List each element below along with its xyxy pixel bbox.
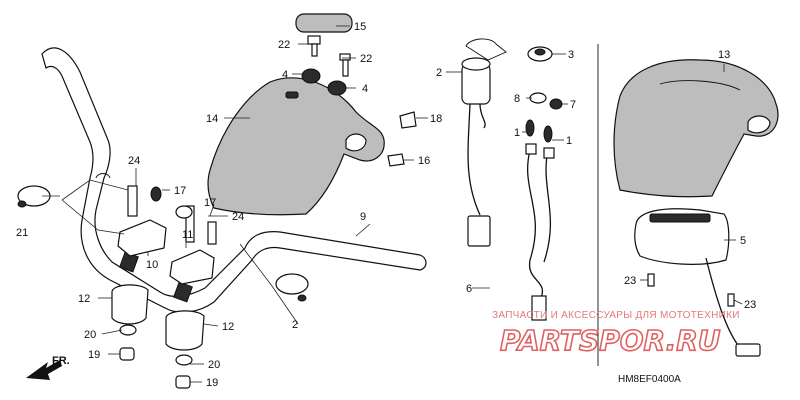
watermark-logo: PARTSPOR.RU xyxy=(500,324,721,357)
callout-7: 7 xyxy=(570,99,576,111)
lower-holder-part-12b xyxy=(165,310,205,389)
callout-13: 13 xyxy=(718,49,730,61)
callout-3: 3 xyxy=(568,49,574,61)
callout-1: 1 xyxy=(514,127,520,139)
callout-16: 16 xyxy=(418,155,430,167)
lower-holder-part-12a xyxy=(111,284,149,361)
pad-part-15 xyxy=(295,13,353,33)
callout-18: 18 xyxy=(430,113,442,125)
callout-4: 4 xyxy=(282,69,288,81)
leader-lines xyxy=(42,25,743,383)
bolt-grommet-group-top xyxy=(301,35,351,96)
callout-19: 19 xyxy=(88,349,100,361)
callout-4b: 4 xyxy=(362,83,368,95)
callout-2: 2 xyxy=(436,67,442,79)
front-direction-arrow xyxy=(26,360,62,380)
callout-24b: 24 xyxy=(232,211,244,223)
grommet-part-8 xyxy=(529,92,547,104)
callout-8: 8 xyxy=(514,93,520,105)
switch-harness-part-2 xyxy=(461,38,507,247)
callout-labels: 15 22 22 4 4 14 18 16 9 2 3 8 7 1 1 6 13… xyxy=(16,21,756,389)
drawing-code: HM8EF0400A xyxy=(618,374,681,385)
handlebar-part-9 xyxy=(41,47,427,313)
cap-part-3 xyxy=(527,46,553,62)
indicator-harness-part-6 xyxy=(525,119,555,321)
upper-holder-part-11 xyxy=(169,205,217,285)
cap-part-7 xyxy=(549,98,563,110)
callout-6: 6 xyxy=(466,283,472,295)
callout-2b: 2 xyxy=(292,319,298,331)
callout-24: 24 xyxy=(128,155,140,167)
callout-12b: 12 xyxy=(222,321,234,333)
callout-17b: 17 xyxy=(204,197,216,209)
callout-23b: 23 xyxy=(744,299,756,311)
callout-19b: 19 xyxy=(206,377,218,389)
callout-14: 14 xyxy=(206,113,218,125)
callout-20: 20 xyxy=(84,329,96,341)
band-part-2-lower xyxy=(275,273,309,302)
callout-15: 15 xyxy=(354,21,366,33)
meter-part-5 xyxy=(634,208,761,357)
band-part-21 xyxy=(17,185,51,208)
handlebar-cover-part-14 xyxy=(207,77,385,216)
callout-20b: 20 xyxy=(208,359,220,371)
callout-10: 10 xyxy=(146,259,158,271)
plate-part-18 xyxy=(399,111,417,129)
callout-11: 11 xyxy=(182,229,193,241)
callout-23: 23 xyxy=(624,275,636,287)
callout-9: 9 xyxy=(360,211,366,223)
callout-22: 22 xyxy=(278,39,290,51)
callout-17: 17 xyxy=(174,185,186,197)
callout-21: 21 xyxy=(16,227,28,239)
watermark-caption: ЗАПЧАСТИ И АКСЕССУАРЫ ДЛЯ МОТОТЕХНИКИ xyxy=(492,310,740,321)
callout-12: 12 xyxy=(78,293,90,305)
clip-part-16 xyxy=(387,153,405,167)
upper-holder-part-10 xyxy=(117,185,167,257)
meter-cover-part-13 xyxy=(613,59,779,198)
front-direction-label: FR. xyxy=(52,355,70,367)
callout-22b: 22 xyxy=(360,53,372,65)
callout-1b: 1 xyxy=(566,135,572,147)
callout-5: 5 xyxy=(740,235,746,247)
